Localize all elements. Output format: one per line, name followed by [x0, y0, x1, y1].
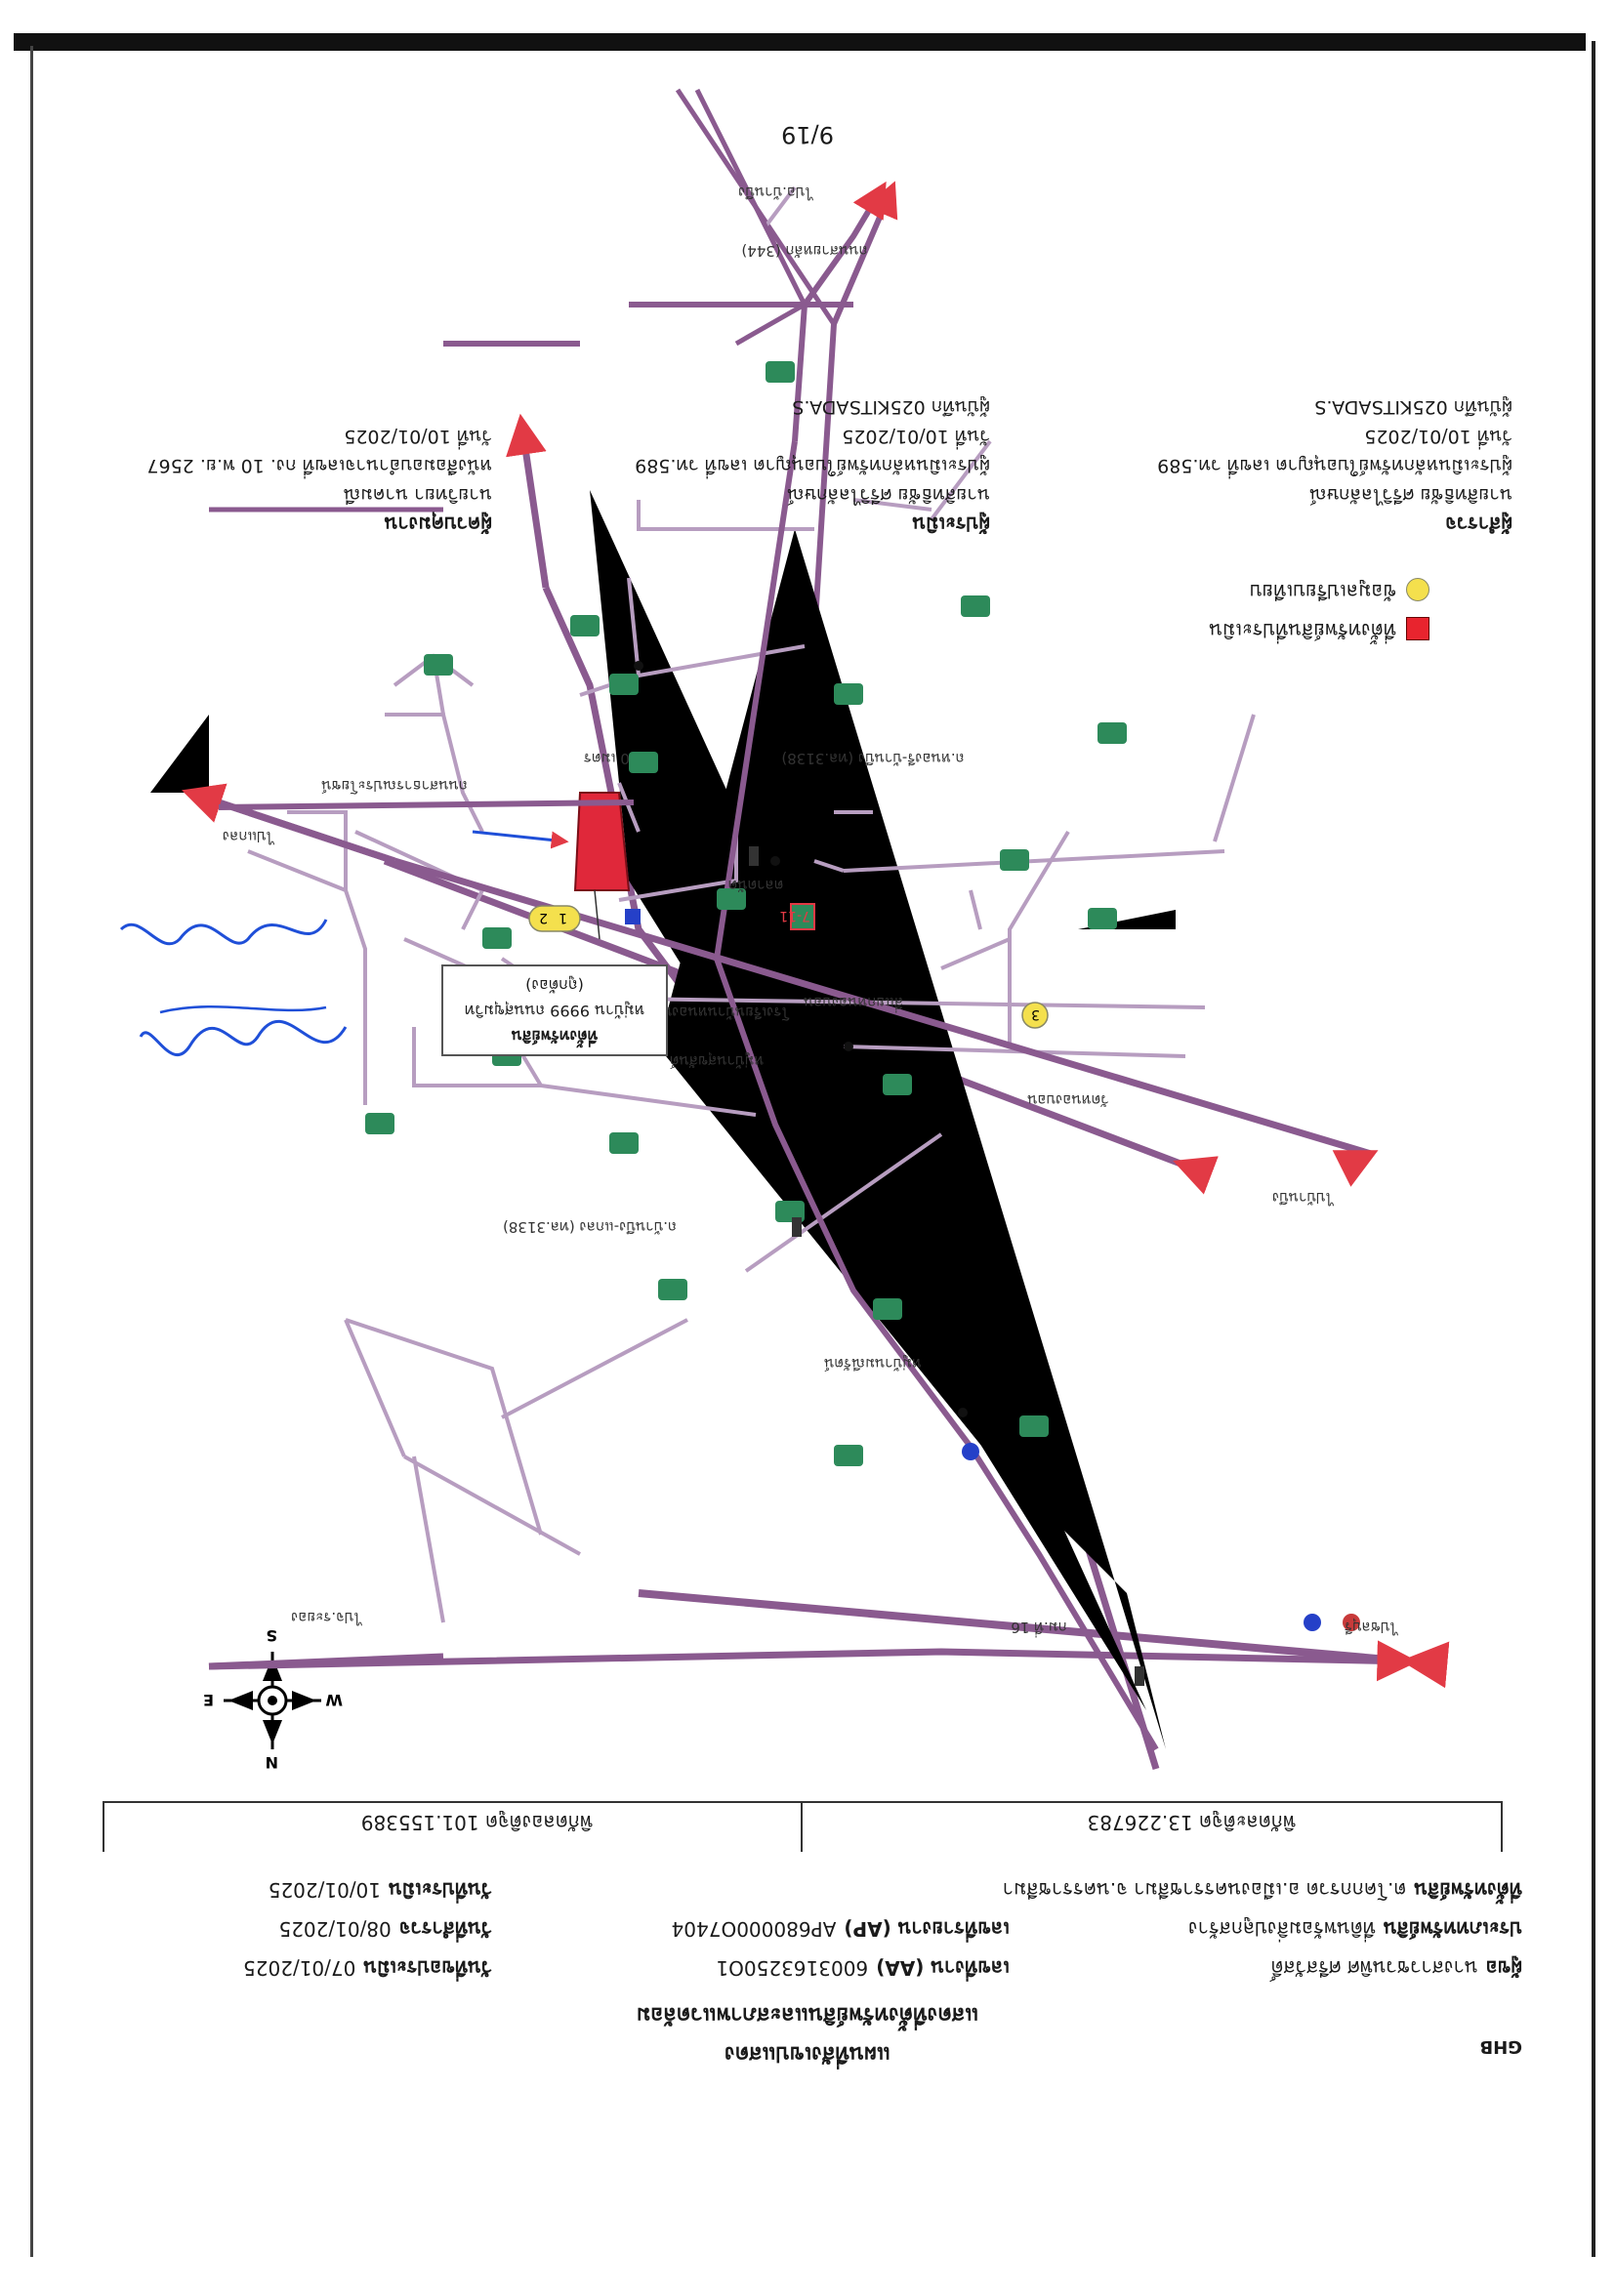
building-icon — [1097, 722, 1127, 744]
compass-w: W — [325, 1691, 343, 1709]
signature-block-supervisor: ผู้ควบคุมงาน นายวิทยา นาคมณี หนังสือมอบอ… — [146, 426, 492, 536]
subject-parcel — [573, 792, 631, 891]
compass-rose-icon: N S E W — [203, 1626, 343, 1772]
legend-red-square-icon — [1406, 617, 1429, 641]
traffic-light-icon — [792, 1217, 802, 1237]
subject-callout-line2: หมู่บ้าน 9999 ถนนสุขุมวิท — [464, 1002, 645, 1020]
compass-s: S — [266, 1626, 277, 1645]
comparable-markers: 1 2 3 — [528, 905, 1049, 1029]
traffic-light-icon — [1135, 1666, 1144, 1686]
road-label-public: ถนนสาธารณประโยชน์ — [321, 777, 468, 795]
building-icon — [629, 752, 658, 773]
road-label-3138b: ถ.หนองรี-บ้านบึง (ทล.3138) — [781, 750, 964, 767]
main-road-bottom — [638, 1589, 1450, 1689]
handwritten-signature-1 — [139, 1004, 348, 1056]
legend-yellow-circle-icon — [1406, 578, 1429, 602]
building-icon — [1000, 849, 1029, 871]
legend-comparable: ข้อมูลเปรียบเทียบ — [1250, 576, 1429, 607]
building-icon — [961, 595, 990, 617]
gas-station-icon — [962, 1443, 979, 1460]
toward-label-2: ไปชลบุรี — [1345, 1618, 1398, 1636]
toward-label-4: ไปแกลง — [223, 828, 274, 845]
km-label: กม.ที่ 16 — [1011, 1619, 1066, 1638]
temple-label: วัดหนองบอน — [1027, 1091, 1108, 1109]
marker-3: 3 — [1031, 1006, 1040, 1022]
seven-eleven-label: 7-11 — [779, 908, 810, 923]
blue-square-icon — [625, 909, 641, 924]
building-icon — [883, 1074, 912, 1095]
road-label-3138a: ถ.บ้านบึง-แกลง (ทล.3138) — [503, 1218, 677, 1236]
subject-callout-line3: (ถูกต้อง) — [525, 976, 584, 995]
village-label-2: หมู่บ้านสุขสันต์ — [670, 1051, 765, 1070]
toward-label-1: ไปจ.ระยอง — [291, 1609, 362, 1626]
handwritten-signature-2 — [119, 919, 328, 946]
seven-eleven-icon — [790, 903, 815, 930]
gas-station-icon — [1304, 1614, 1321, 1631]
marker-2: 2 — [539, 910, 548, 925]
village-label-1: หมู่บ้านมณีรัตน์ — [824, 1355, 922, 1373]
road-label-344: ถนนสายหลัก (344) — [741, 242, 867, 260]
signature-block-appraiser: ผู้ประเมิน นายสิทธิชัย ศรีวิไลลักษณ์ ผู้… — [635, 396, 990, 536]
building-icon — [365, 1113, 394, 1134]
subject-callout: ที่ตั้งทรัพย์สิน หมู่บ้าน 9999 ถนนสุขุมว… — [441, 964, 668, 1056]
building-icon — [424, 654, 453, 676]
legend-subject: ที่ตั้งทรัพย์สินที่ประเมิน — [1209, 615, 1429, 646]
junction-label: สี่แยกหนองบอน — [804, 994, 903, 1013]
building-icon — [834, 1445, 863, 1466]
traffic-light-icon — [749, 846, 759, 866]
subject-callout-line1: ที่ตั้งทรัพย์สิน — [511, 1027, 599, 1046]
building-icon — [570, 615, 600, 636]
building-icon — [1088, 908, 1117, 929]
compass-n: N — [266, 1753, 278, 1772]
road-network — [150, 185, 1419, 1749]
building-icon — [775, 1201, 805, 1222]
building-icon — [609, 674, 639, 695]
signature-block-surveyor: ผู้สำรวจ นายสิทธิชัย ศรีวิไลลักษณ์ ผู้ปร… — [1157, 396, 1512, 536]
compass-e: E — [203, 1691, 214, 1709]
toward-label-3: ไปบ้านบึง — [1272, 1189, 1334, 1207]
market-label: ตลาดนัด — [727, 877, 783, 894]
building-icon — [658, 1279, 687, 1300]
building-icon — [1019, 1415, 1049, 1437]
building-icon — [834, 683, 863, 705]
landmark-icons — [365, 361, 1127, 1466]
building-icon — [609, 1132, 639, 1154]
temple-icon — [1343, 1614, 1360, 1631]
building-icon — [717, 888, 746, 910]
building-icon — [873, 1298, 902, 1320]
building-icon — [766, 361, 795, 383]
school-label: โรงเรียนบ้านหนองบอน — [643, 1004, 789, 1021]
marker-1: 1 — [559, 910, 567, 925]
toward-label-5: ไปอ.บ้านบึง — [738, 184, 813, 201]
building-icon — [482, 927, 512, 949]
